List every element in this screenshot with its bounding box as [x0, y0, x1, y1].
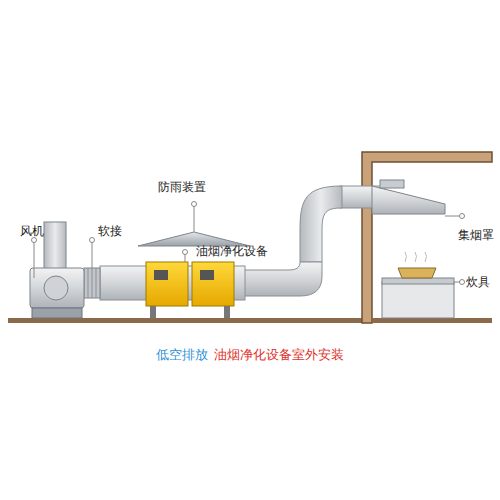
purifier-panel	[154, 270, 168, 280]
duct-bend	[300, 186, 342, 262]
stove	[382, 282, 454, 318]
purifier-panel	[200, 270, 214, 280]
leader-lines	[32, 202, 465, 285]
steam	[405, 252, 427, 262]
part-label: 炊具	[466, 275, 490, 289]
part-label: 风机	[20, 224, 44, 238]
flex-joint	[84, 268, 100, 298]
fan-base	[32, 308, 82, 318]
pot	[398, 268, 436, 278]
flex-ribs	[88, 268, 96, 298]
purifier-unit	[192, 262, 234, 306]
part-label: 软接	[98, 224, 122, 238]
fan-body	[30, 268, 84, 308]
hood-collar	[380, 180, 404, 188]
stove-top	[382, 278, 454, 284]
purifier-unit	[146, 262, 188, 306]
smoke-hood	[372, 186, 445, 214]
support-leg	[224, 306, 230, 318]
fan-wheel	[44, 276, 68, 300]
floor	[372, 318, 492, 323]
caption-part: 油烟净化设备室外安装	[214, 348, 344, 362]
ground	[8, 318, 370, 323]
support-leg	[150, 306, 156, 318]
rain-cover	[138, 232, 250, 246]
part-label: 集烟罩	[458, 228, 494, 242]
caption-part: 低空排放	[156, 348, 208, 362]
part-label: 防雨装置	[158, 180, 206, 194]
part-label: 油烟净化设备	[196, 244, 268, 258]
duct-bend	[240, 262, 322, 296]
